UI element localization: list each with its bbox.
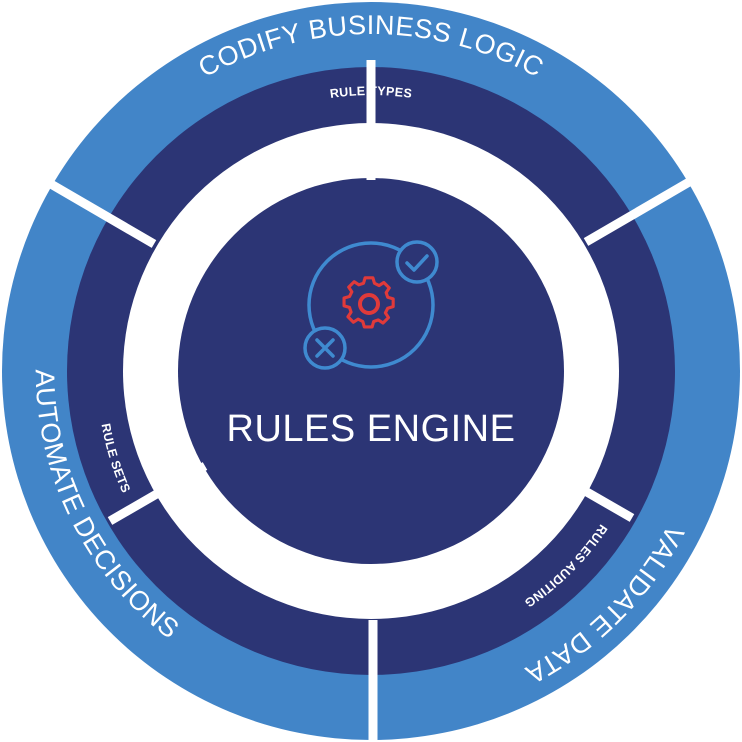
inner-divider-right bbox=[537, 461, 635, 522]
outer-divider-left bbox=[41, 176, 157, 248]
engine-icon bbox=[303, 240, 439, 370]
center-disc bbox=[178, 178, 564, 564]
check-icon bbox=[395, 240, 439, 284]
close-icon bbox=[303, 326, 347, 370]
center-title: RULES ENGINE bbox=[227, 408, 516, 450]
inner-divider-left bbox=[107, 462, 208, 525]
outer-divider-right bbox=[583, 174, 699, 246]
inner-dividers bbox=[107, 60, 635, 525]
orbit-ring-icon bbox=[307, 241, 435, 369]
gear-icon bbox=[342, 276, 395, 329]
outer-dividers bbox=[41, 174, 699, 742]
inner-label-top: RULE TYPES bbox=[329, 84, 413, 101]
inner-label-top-path: RULE TYPES bbox=[329, 84, 413, 101]
